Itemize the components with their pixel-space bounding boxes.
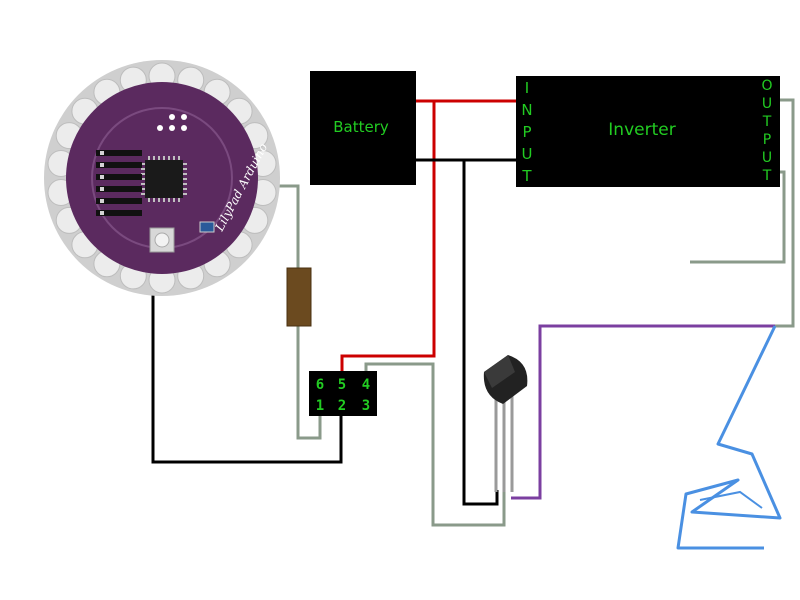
purple-wire-transistor-to-sensor: [511, 324, 775, 500]
reset-button: [149, 227, 175, 253]
smd-component: [199, 221, 215, 233]
inverter-input-letter: N: [521, 101, 532, 119]
relay: 6 5 4 1 2 3: [309, 371, 377, 416]
inverter-input-letter: U: [522, 145, 533, 163]
microcontroller-chip: [141, 156, 187, 202]
lilypad-arduino: LilyPad Arduino: [44, 60, 280, 296]
inverter-label: Inverter: [608, 120, 675, 140]
inverter-output-letter: U: [762, 150, 772, 166]
grey-wire-relay-to-transistor: [364, 362, 506, 527]
blue-sensor-wire: [676, 325, 782, 550]
inverter: Inverter I N P U T O U T P U T: [516, 76, 780, 187]
inverter-output-letter: T: [762, 168, 772, 184]
inverter-output-letter: T: [762, 114, 772, 130]
grey-wire-resistor-to-relay: [296, 326, 322, 440]
resistor: [286, 267, 312, 327]
inverter-output-letter: O: [761, 78, 772, 94]
grey-wire-inverter-output-bottom: [690, 170, 786, 264]
relay-pin-label: 1: [316, 398, 324, 414]
blue-sensor-wire-inner: [699, 490, 763, 509]
red-wire-battery-to-relay: [340, 101, 436, 375]
inverter-output-letter: U: [762, 96, 772, 112]
inverter-input-letter: T: [521, 167, 532, 185]
relay-pin-label: 4: [362, 377, 370, 393]
relay-pin-label: 6: [316, 377, 324, 393]
relay-pin-label: 5: [338, 377, 346, 393]
inverter-output-letter: P: [763, 132, 771, 148]
inverter-input-letters: I N P U T: [521, 79, 532, 185]
header-pins: [96, 150, 142, 216]
inverter-output-letters: O U T P U T: [761, 78, 772, 184]
black-wire-lilypad-to-relay: [151, 290, 343, 464]
inverter-input-letter: P: [522, 123, 531, 141]
transistor: [483, 355, 528, 492]
battery-label: Battery: [333, 118, 389, 136]
mounting-holes: [157, 114, 187, 131]
battery: Battery: [310, 71, 416, 185]
relay-pin-label: 3: [362, 398, 370, 414]
relay-pin-label: 2: [338, 398, 346, 414]
inverter-input-letter: I: [525, 79, 529, 97]
black-wire-to-transistor: [462, 160, 499, 506]
